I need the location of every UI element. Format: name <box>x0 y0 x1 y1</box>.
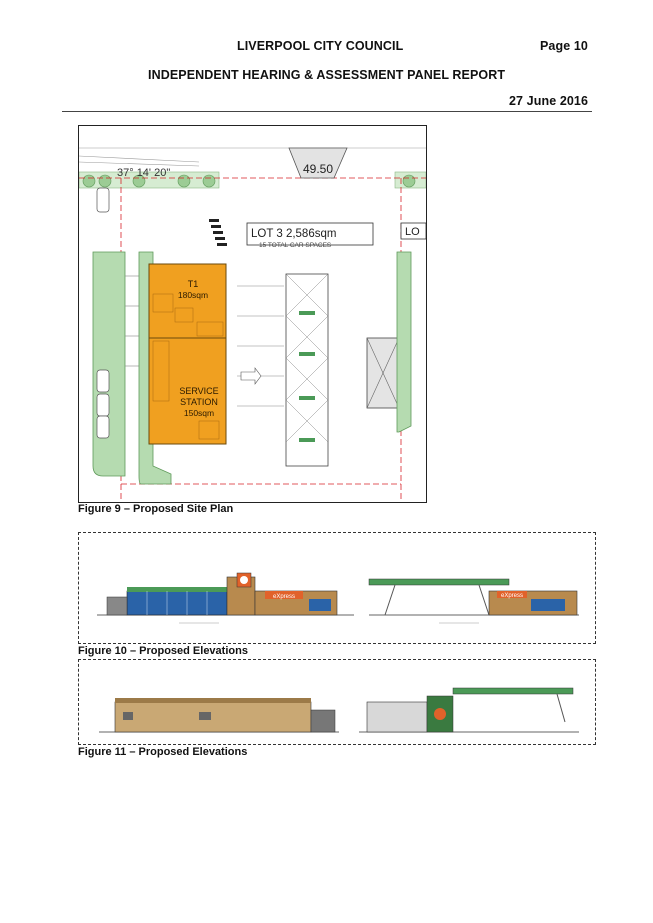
header-rule <box>62 111 592 112</box>
elevations-figure-11 <box>78 659 596 745</box>
figure-11-caption: Figure 11 – Proposed Elevations <box>78 746 248 758</box>
elevations-drawing-10: eXpress eXpress <box>97 572 579 624</box>
site-plan-figure: 49.50 37° 14' 20" LOT 3 2,586sqm 15 TOTA… <box>78 125 427 503</box>
t1-name: T1 <box>188 279 199 289</box>
figure-9-caption: Figure 9 – Proposed Site Plan <box>78 503 234 515</box>
bearing-label: 37° 14' 20" <box>117 167 170 179</box>
lot-label: LOT 3 2,586sqm <box>251 228 336 240</box>
report-date: 27 June 2016 <box>509 94 589 108</box>
brand-sign-right: eXpress <box>501 593 523 599</box>
elevations-drawing-11 <box>99 687 579 733</box>
service-station-line1: SERVICE <box>179 386 218 396</box>
council-name: LIVERPOOL CITY COUNCIL <box>237 39 404 53</box>
figure-10-caption: Figure 10 – Proposed Elevations <box>78 645 248 657</box>
elevations-figure-10: eXpress eXpress <box>78 532 596 644</box>
frontage-dimension: 49.50 <box>303 162 333 176</box>
brand-sign-left: eXpress <box>273 594 295 600</box>
site-plan-drawing: 49.50 37° 14' 20" LOT 3 2,586sqm 15 TOTA… <box>79 147 426 502</box>
t1-area: 180sqm <box>178 290 208 300</box>
page-number: Page 10 <box>540 39 588 53</box>
car-spaces-label: 15 TOTAL CAR SPACES <box>259 242 332 249</box>
adjacent-lot-label: LO <box>405 226 420 238</box>
report-title: INDEPENDENT HEARING & ASSESSMENT PANEL R… <box>148 68 506 82</box>
service-station-line2: STATION <box>180 397 218 407</box>
service-station-area: 150sqm <box>184 408 214 418</box>
